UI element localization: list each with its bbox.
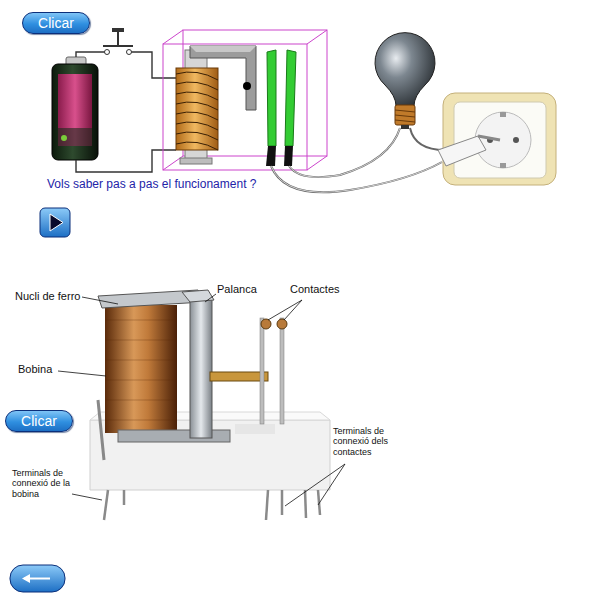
button-box: Clicar: [22, 12, 90, 34]
terminal-label: Terminals de connexió de la bobina: [12, 468, 82, 499]
prompt-text: Vols saber pas a pas el funcionament ?: [47, 178, 307, 192]
part-label: Palanca: [217, 283, 287, 296]
part-label: Contactes: [290, 283, 370, 296]
terminal-label: Terminals de connexió dels contactes: [333, 426, 403, 457]
part-label: Bobina: [18, 363, 78, 376]
part-label: Nucli de ferro: [15, 290, 105, 303]
button-text: Clicar: [21, 413, 57, 429]
button-text: Clicar: [38, 15, 74, 31]
button-box: Clicar: [5, 410, 73, 432]
